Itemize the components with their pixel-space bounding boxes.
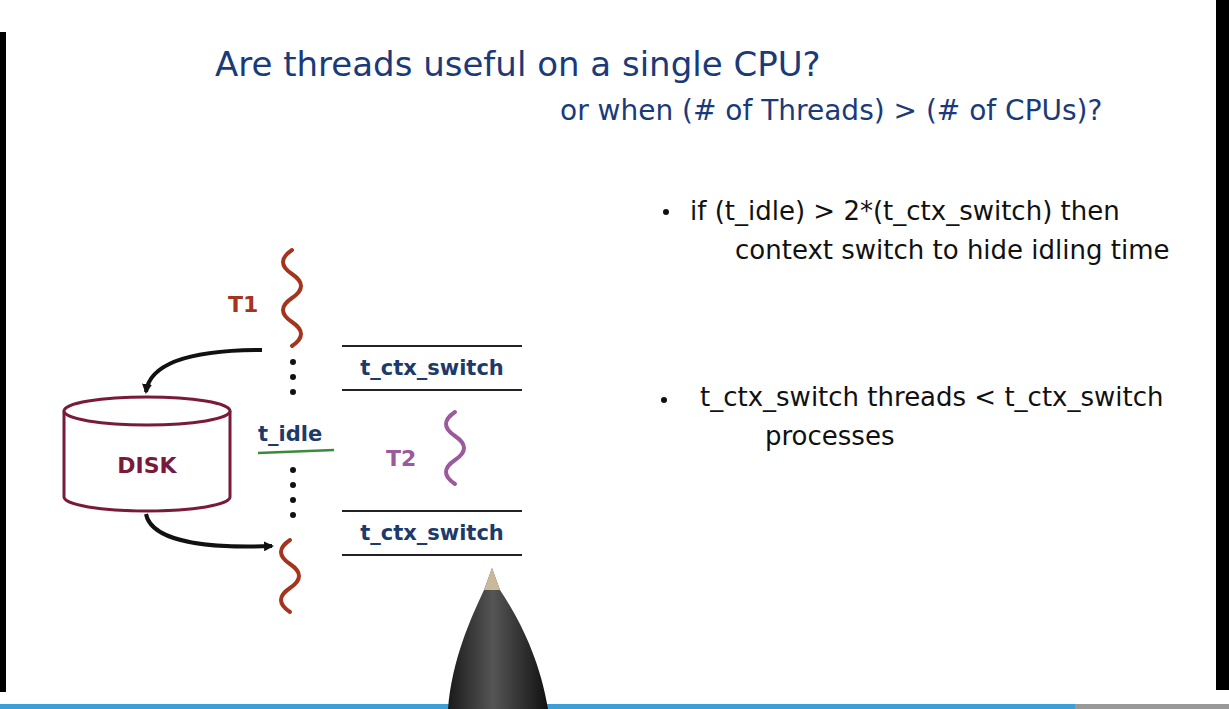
slide-title: Are threads useful on a single CPU? [215,44,821,84]
frame-bar [0,32,6,692]
bullet-dot [663,209,669,215]
bullet-dot [661,397,667,403]
bullet-note: if (t_idle) > 2*(t_ctx_switch) then cont… [690,192,1190,270]
pen [448,568,548,709]
bullet-note: t_ctx_switch threads < t_ctx_switch proc… [700,378,1170,456]
subtitle: or when (# of Threads) > (# of CPUs)? [560,94,1102,127]
thread-label: T2 [386,446,416,471]
pen-tip [484,568,500,590]
thread-squiggle [283,250,301,346]
thread-squiggle [281,540,299,612]
thread-label: T1 [228,292,258,317]
idle-dots [290,362,296,405]
frame-bar [1216,0,1229,690]
time-band: t_ctx_switch [342,510,522,556]
thread-squiggle [446,412,464,484]
time-label: t_ctx_switch [360,356,504,380]
time-band: t_ctx_switch [342,345,522,391]
idle-dots [290,470,296,522]
time-label: t_idle [258,422,322,446]
disk-cylinder: DISK [62,395,232,513]
underline [258,450,334,453]
progress-bar [1075,704,1229,709]
disk-label: DISK [62,453,232,478]
io-arrow [146,514,272,546]
io-arrow [146,350,262,392]
time-label: t_ctx_switch [360,521,504,545]
